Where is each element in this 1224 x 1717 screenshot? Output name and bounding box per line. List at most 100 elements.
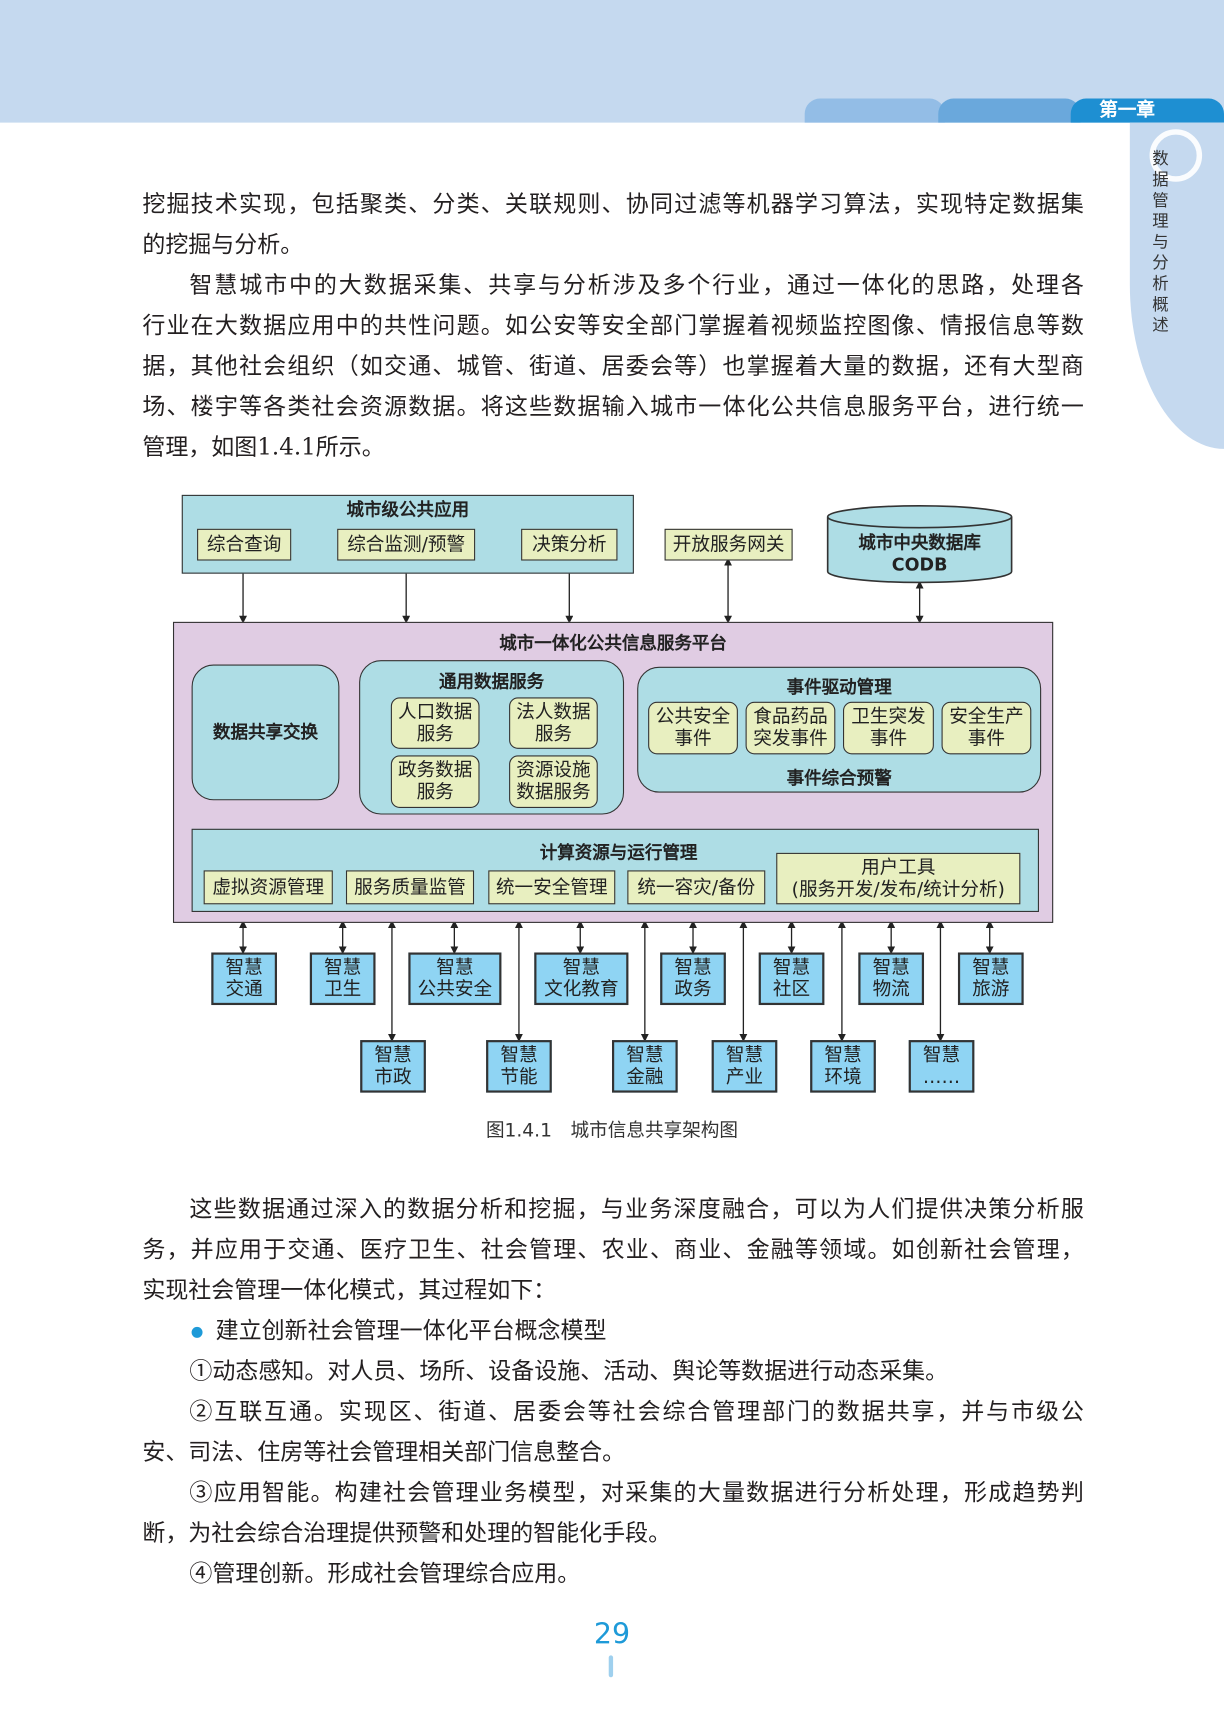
label: 金融 bbox=[626, 1066, 664, 1089]
chapter-tab: 第一章 bbox=[1070, 98, 1224, 123]
figure-caption: 图1.4.1 城市信息共享架构图 bbox=[485, 1119, 739, 1142]
smart-box: 智慧政务 bbox=[660, 952, 726, 1006]
bullet-icon bbox=[191, 1326, 203, 1338]
smart-box: 智慧环境 bbox=[810, 1040, 876, 1093]
label: 物流 bbox=[872, 978, 910, 1001]
label: 智慧 bbox=[824, 1044, 862, 1067]
header-tab-decor bbox=[804, 98, 945, 123]
smart-box: 智慧物流 bbox=[858, 952, 925, 1006]
compute-box: 服务质量监管 bbox=[345, 870, 475, 905]
text-line: ①动态感知。对人员、场所、设备设施、活动、舆论等数据进行动态采集。 bbox=[189, 1357, 949, 1384]
codb-line: CODB bbox=[891, 553, 948, 575]
bullet-item: 建立创新社会管理一体化平台概念模型 bbox=[142, 1310, 1084, 1351]
smart-box: 智慧交通 bbox=[211, 952, 277, 1006]
page-number-bar bbox=[608, 1655, 614, 1678]
platform-title: 城市一体化公共信息服务平台 bbox=[499, 632, 727, 654]
label: 用户工具 bbox=[861, 856, 936, 879]
text-line: 务，并应用于交通、医疗卫生、社会管理、农业、商业、金融等领域。如创新社会管理， bbox=[142, 1236, 1084, 1263]
city-apps-title: 城市级公共应用 bbox=[346, 499, 470, 521]
label: 突发事件 bbox=[753, 728, 828, 750]
app-box: 综合监测/预警 bbox=[337, 528, 476, 561]
text-line: 安、司法、住房等社会管理相关部门信息整合。 bbox=[142, 1438, 626, 1465]
text-line: ④管理创新。形成社会管理综合应用。 bbox=[189, 1560, 581, 1587]
label: 服务 bbox=[416, 723, 454, 746]
compute-box: 统一容灾/备份 bbox=[627, 870, 766, 905]
label: 智慧 bbox=[872, 956, 910, 979]
page-number: 29 bbox=[593, 1618, 631, 1651]
label: 公共安全 bbox=[655, 706, 731, 729]
paragraph-2: 智慧城市中的大数据采集、共享与分析涉及多个行业，通过一体化的思路，处理各 行业在… bbox=[142, 265, 1084, 468]
label: 旅游 bbox=[972, 978, 1010, 1001]
label: 智慧 bbox=[374, 1044, 412, 1067]
smart-box: 智慧卫生 bbox=[309, 952, 376, 1006]
service-box: 资源设施数据服务 bbox=[509, 755, 598, 808]
label: 智慧 bbox=[562, 956, 600, 979]
label: 法人数据 bbox=[516, 701, 591, 724]
label: 环境 bbox=[824, 1066, 862, 1089]
label: 资源设施 bbox=[516, 759, 591, 782]
label: 智慧 bbox=[725, 1044, 764, 1067]
label: 事件 bbox=[674, 728, 712, 750]
general-data-services-title: 通用数据服务 bbox=[439, 671, 545, 692]
label: 事件 bbox=[869, 728, 908, 750]
label: 政务 bbox=[674, 978, 712, 1001]
app-box: 综合查询 bbox=[197, 528, 292, 561]
compute-resources-title: 计算资源与运行管理 bbox=[539, 841, 698, 863]
label: 交通 bbox=[225, 978, 263, 1001]
event-box: 安全生产事件 bbox=[941, 701, 1032, 755]
gateway-box: 开放服务网关 bbox=[664, 528, 793, 561]
label: 智慧 bbox=[922, 1044, 961, 1067]
label: 智慧 bbox=[772, 956, 811, 979]
side-chapter-title: 数据管理与分析概述 bbox=[1152, 148, 1169, 336]
service-box: 法人数据服务 bbox=[509, 697, 598, 749]
smart-box: 智慧文化教育 bbox=[534, 952, 629, 1006]
smart-box: 智慧公共安全 bbox=[408, 952, 502, 1006]
label: 智慧 bbox=[500, 1044, 538, 1067]
event-warning-label: 事件综合预警 bbox=[786, 767, 892, 789]
label: 数据服务 bbox=[516, 781, 591, 804]
label: 服务 bbox=[416, 781, 454, 804]
codb-line: 城市中央数据库 bbox=[858, 532, 981, 553]
label: 卫生突发 bbox=[851, 706, 926, 729]
smart-box: 智慧市政 bbox=[360, 1040, 426, 1093]
label: 智慧 bbox=[324, 956, 362, 979]
label: 卫生 bbox=[324, 978, 362, 1001]
label: 节能 bbox=[500, 1066, 538, 1089]
cursor-click-icon bbox=[1149, 129, 1203, 182]
text-line: 这些数据通过深入的数据分析和挖掘，与业务深度融合，可以为人们提供决策分析服 bbox=[189, 1195, 1084, 1222]
service-box: 政务数据服务 bbox=[390, 755, 480, 808]
label: 事件 bbox=[967, 728, 1006, 750]
label: 人口数据 bbox=[397, 701, 473, 724]
text-line: 实现社会管理一体化模式，其过程如下： bbox=[142, 1276, 557, 1303]
event-box: 食品药品突发事件 bbox=[745, 701, 836, 755]
service-box: 人口数据服务 bbox=[390, 697, 480, 749]
label: 公共安全 bbox=[417, 978, 493, 1001]
smart-box: 智慧社区 bbox=[758, 952, 825, 1006]
compute-box: 统一安全管理 bbox=[488, 870, 616, 905]
compute-box: 虚拟资源管理 bbox=[203, 870, 333, 905]
paragraph-1: 挖掘技术实现，包括聚类、分类、关联规则、协同过滤等机器学习算法，实现特定数据集 … bbox=[142, 184, 1084, 265]
label: 智慧 bbox=[626, 1044, 664, 1067]
paragraph-3: 这些数据通过深入的数据分析和挖掘，与业务深度融合，可以为人们提供决策分析服 务，… bbox=[142, 1189, 1084, 1594]
smart-box: 智慧金融 bbox=[611, 1040, 678, 1093]
label: 文化教育 bbox=[544, 978, 619, 1001]
smart-box: 智慧产业 bbox=[711, 1040, 778, 1093]
smart-box: 智慧旅游 bbox=[957, 952, 1024, 1006]
smart-box: 智慧…… bbox=[908, 1040, 975, 1093]
event-management-title: 事件驱动管理 bbox=[786, 676, 892, 698]
connector-arrows bbox=[239, 504, 1013, 1042]
label: 智慧 bbox=[972, 956, 1010, 979]
user-tools-box: 用户工具(服务开发/发布/统计分析) bbox=[776, 852, 1021, 905]
app-box: 决策分析 bbox=[521, 528, 618, 561]
text-line: ③应用智能。构建社会管理业务模型，对采集的大量数据进行分析处理，形成趋势判 bbox=[189, 1479, 1084, 1506]
text-line: 挖掘技术实现，包括聚类、分类、关联规则、协同过滤等机器学习算法，实现特定数据集 bbox=[142, 190, 1084, 217]
text-line: 的挖掘与分析。 bbox=[142, 231, 304, 258]
label: 智慧 bbox=[674, 956, 712, 979]
label: 社区 bbox=[772, 978, 811, 1001]
event-box: 卫生突发事件 bbox=[843, 701, 934, 755]
label: 产业 bbox=[725, 1066, 764, 1089]
label: 市政 bbox=[374, 1066, 412, 1089]
text-line: 断，为社会综合治理提供预警和处理的智能化手段。 bbox=[142, 1519, 672, 1546]
